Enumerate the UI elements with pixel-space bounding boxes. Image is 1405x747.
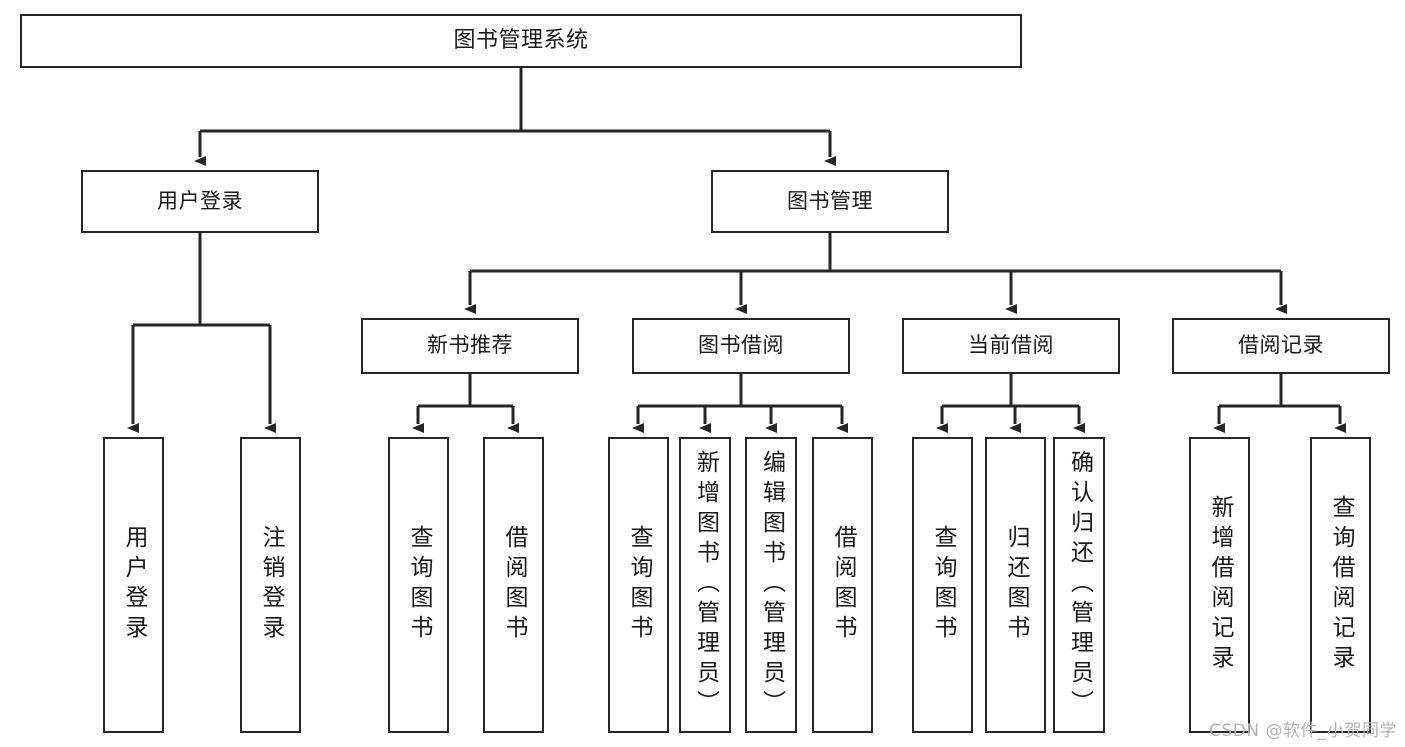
node-leaf-edit-book-label: 编辑图书（管理员） (758, 450, 785, 720)
node-leaf-confirm-return[interactable]: 确认归还（管理员） (1053, 437, 1105, 733)
node-user-login[interactable]: 用户登录 (81, 170, 319, 233)
node-book-borrow[interactable]: 图书借阅 (632, 318, 850, 374)
node-leaf-borrow-book-2-label: 借阅图书 (830, 525, 856, 645)
node-book-manage[interactable]: 图书管理 (711, 170, 949, 233)
watermark: CSDN @软件_小贺同学 (1209, 721, 1397, 741)
node-current-borrow-label: 当前借阅 (968, 333, 1054, 358)
node-leaf-borrow-book-1[interactable]: 借阅图书 (483, 437, 544, 733)
node-leaf-borrow-book-2[interactable]: 借阅图书 (812, 437, 873, 733)
node-leaf-user-logout[interactable]: 注销登录 (240, 437, 301, 733)
node-leaf-query-book-1[interactable]: 查询图书 (388, 437, 449, 733)
node-book-borrow-label: 图书借阅 (698, 333, 784, 358)
node-book-manage-label: 图书管理 (787, 188, 873, 213)
node-leaf-add-record-label: 新增借阅记录 (1207, 495, 1233, 675)
node-borrow-record[interactable]: 借阅记录 (1172, 318, 1390, 374)
node-leaf-add-record[interactable]: 新增借阅记录 (1189, 437, 1250, 733)
node-leaf-user-logout-label: 注销登录 (258, 525, 284, 645)
node-leaf-add-book-label: 新增图书（管理员） (692, 450, 719, 720)
node-leaf-user-login-label: 用户登录 (121, 525, 147, 645)
node-leaf-query-book-1-label: 查询图书 (406, 525, 432, 645)
node-leaf-borrow-book-1-label: 借阅图书 (501, 525, 527, 645)
node-current-borrow[interactable]: 当前借阅 (902, 318, 1120, 374)
node-leaf-user-login[interactable]: 用户登录 (103, 437, 164, 733)
node-leaf-return-book-label: 归还图书 (1003, 525, 1029, 645)
node-root-label: 图书管理系统 (453, 27, 589, 53)
node-leaf-query-book-3-label: 查询图书 (930, 525, 956, 645)
node-leaf-query-book-3[interactable]: 查询图书 (912, 437, 973, 733)
node-leaf-return-book[interactable]: 归还图书 (985, 437, 1046, 733)
node-new-book-rec-label: 新书推荐 (427, 333, 513, 358)
node-new-book-rec[interactable]: 新书推荐 (361, 318, 579, 374)
node-leaf-query-record-label: 查询借阅记录 (1328, 495, 1354, 675)
node-leaf-query-record[interactable]: 查询借阅记录 (1310, 437, 1371, 733)
node-user-login-label: 用户登录 (157, 188, 243, 213)
node-root[interactable]: 图书管理系统 (20, 14, 1022, 68)
node-leaf-add-book[interactable]: 新增图书（管理员） (679, 437, 731, 733)
node-leaf-query-book-2-label: 查询图书 (626, 525, 652, 645)
node-leaf-confirm-return-label: 确认归还（管理员） (1066, 450, 1093, 720)
node-borrow-record-label: 借阅记录 (1238, 333, 1324, 358)
node-leaf-edit-book[interactable]: 编辑图书（管理员） (745, 437, 797, 733)
node-leaf-query-book-2[interactable]: 查询图书 (608, 437, 669, 733)
